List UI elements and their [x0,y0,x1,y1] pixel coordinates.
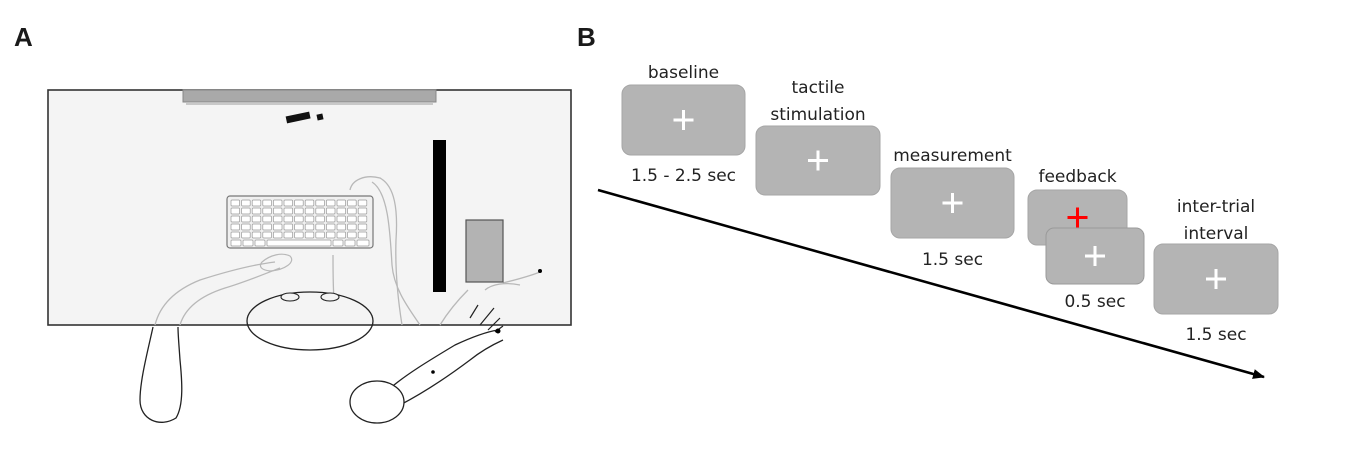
time-arrow [597,188,1265,379]
stage-name-line: inter-trial [1177,197,1255,217]
tactile-device [465,219,504,283]
left-foot [280,292,300,302]
setup-illustration [47,89,572,424]
black-barrier [433,140,446,292]
trial-sequence: baseline 1.5 - 2.5 sec tactile stimulation m… [621,63,1279,345]
panel-a-letter: A [14,22,33,52]
fixation-cross [673,110,694,130]
stage-5: inter-trial interval 1.5 sec [1153,197,1279,345]
stage-name-line: baseline [648,63,719,83]
stage-2: tactile stimulation [755,78,881,196]
right-elbow [349,380,405,424]
fixation-cross [942,193,963,213]
monitor [182,89,437,103]
stage-duration: 1.5 sec [922,250,983,270]
stage-3: measurement 1.5 sec [890,146,1015,270]
panel-b-letter: B [577,22,596,52]
stage-name-line: stimulation [770,105,865,125]
right-foot [320,292,340,302]
stage-name-line: measurement [893,146,1012,166]
eye-tracker [285,111,311,124]
stage-4: feedback 0.5 sec [1027,167,1145,312]
keyboard [226,195,374,249]
fixation-cross-followup [1085,246,1105,266]
participant-body [246,291,374,351]
stage-duration: 1.5 - 2.5 sec [631,166,736,186]
fixation-cross [1206,269,1226,289]
stage-1: baseline 1.5 - 2.5 sec [621,63,746,186]
left-hand-ghost [259,253,293,272]
right-hand-fingers [469,304,504,333]
eye-tracker-sensor [316,113,324,121]
fixation-cross [808,150,828,171]
fixation-cross [1067,207,1088,228]
left-arm [139,326,183,423]
stage-name-line: tactile [791,78,844,98]
stage-duration: 0.5 sec [1064,292,1125,312]
stage-name-line: interval [1184,224,1249,244]
right-arm [387,329,504,406]
stage-duration: 1.5 sec [1185,325,1246,345]
stage-name-line: feedback [1038,167,1116,187]
arm-ghost-outlines [154,176,541,326]
